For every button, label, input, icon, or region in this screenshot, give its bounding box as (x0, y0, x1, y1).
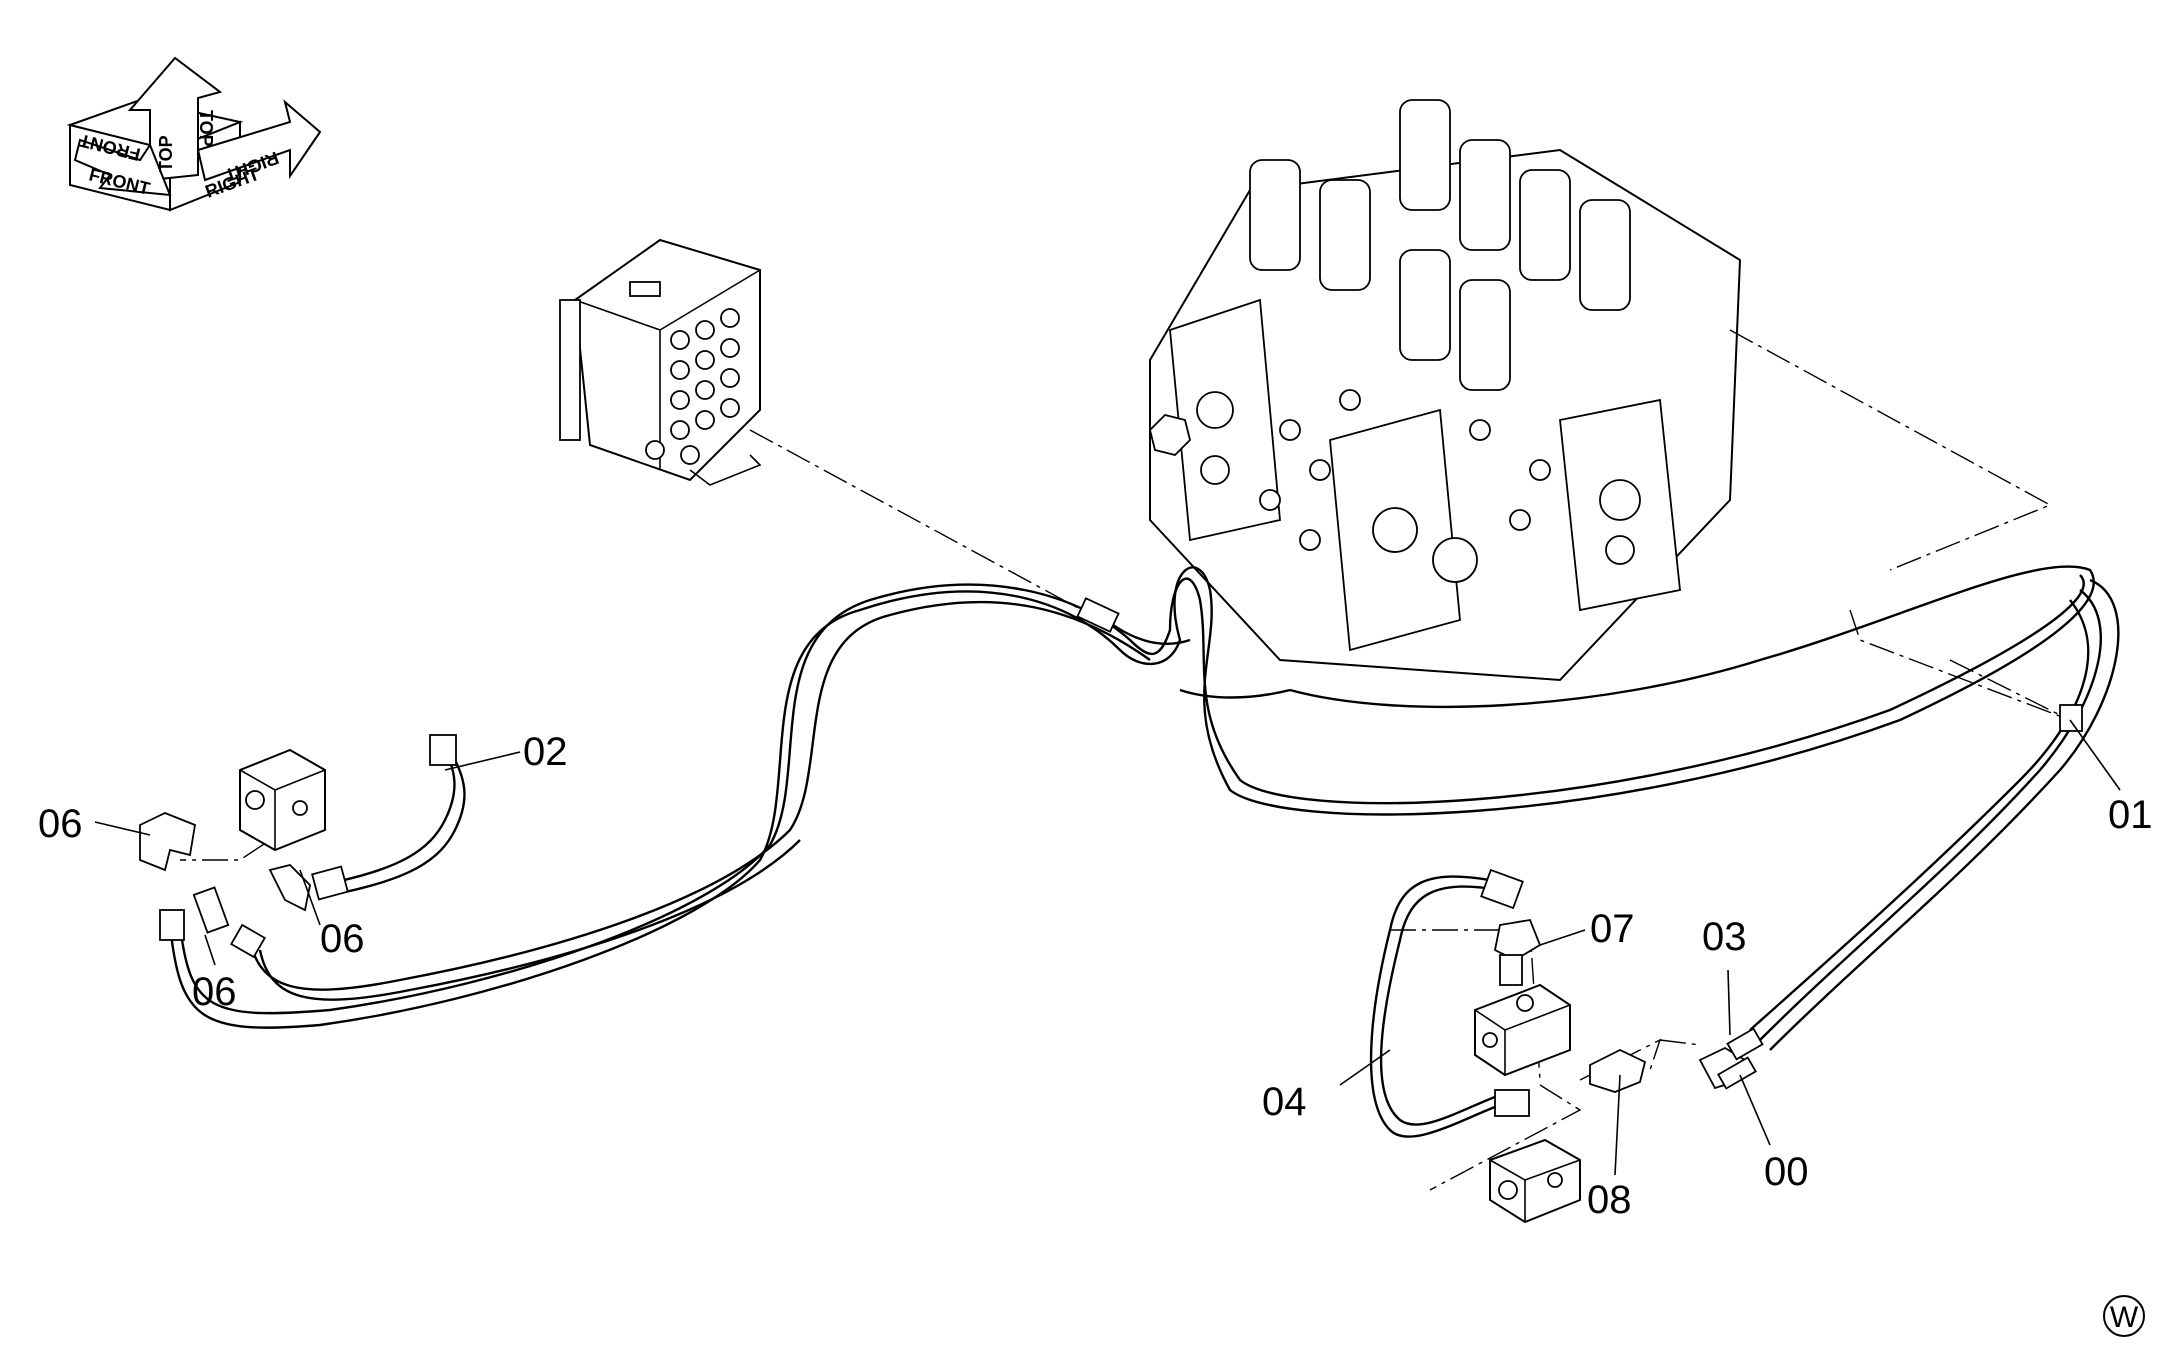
callout-01: 01 (2108, 793, 2153, 837)
leader-lines (94, 719, 2121, 1176)
callout-07: 07 (1590, 907, 1635, 951)
callout-03: 03 (1702, 915, 1747, 959)
left-fitting-group (139, 734, 466, 959)
leader-06c (204, 934, 216, 966)
callout-06-right: 06 (320, 917, 365, 961)
leader-01 (2069, 719, 2121, 791)
circled-w-mark: W (2103, 1295, 2145, 1337)
leader-00 (1739, 1074, 1771, 1146)
callout-02: 02 (523, 730, 568, 774)
reference-lines (180, 329, 2071, 1191)
pilot-valve-block (559, 238, 762, 486)
callout-06-bottom: 06 (192, 970, 237, 1014)
callout-08: 08 (1587, 1178, 1632, 1222)
callout-00: 00 (1764, 1150, 1809, 1194)
leader-03 (1727, 969, 1731, 1036)
leader-06b (299, 869, 321, 926)
leader-06a (94, 821, 151, 836)
leader-07 (1539, 929, 1586, 946)
leader-08 (1614, 1074, 1621, 1176)
callout-04: 04 (1262, 1080, 1307, 1124)
main-hose-bundle (168, 565, 2120, 1051)
orientation-compass: FRONT FRONT TOP TOP RIGHT RIGHT (66, 56, 322, 212)
orientation-top-label-mirror: TOP (196, 110, 216, 147)
leader-04 (1339, 1049, 1391, 1086)
orientation-top-label: TOP (156, 135, 176, 172)
callout-labels: 02 06 06 06 01 07 03 04 08 00 (38, 730, 2153, 1222)
main-control-valve (1149, 99, 1742, 682)
mark-letter: W (2110, 1301, 2139, 1334)
right-fitting-group (1369, 868, 1764, 1224)
callout-06-left: 06 (38, 802, 83, 846)
leader-02 (444, 751, 521, 771)
